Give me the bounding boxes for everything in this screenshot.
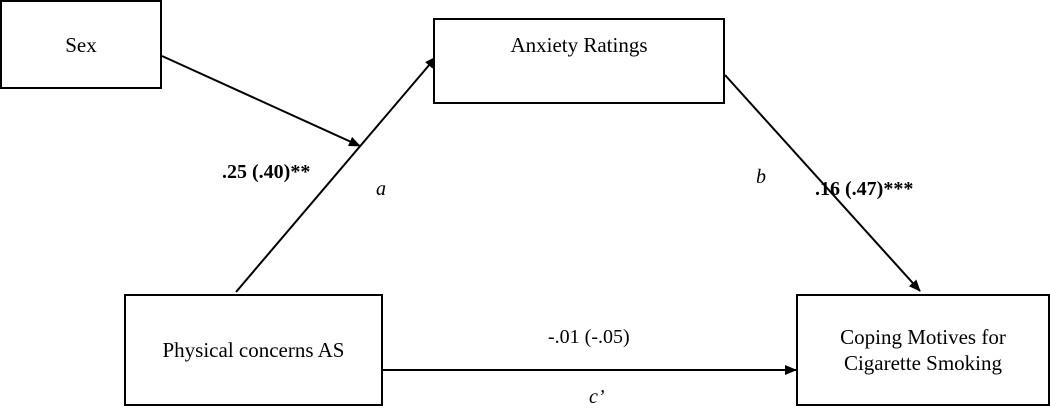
node-sex-label: Sex (65, 32, 97, 57)
node-sex: Sex (0, 0, 162, 89)
path-b-coefficient: .16 (.47)*** (815, 178, 914, 200)
node-coping-motives: Coping Motives for Cigarette Smoking (796, 294, 1050, 406)
node-coping-label-line1: Coping Motives for (840, 325, 1006, 349)
arrow-path-a (235, 56, 437, 293)
path-b-label: b (756, 166, 766, 188)
node-anxiety-ratings: Anxiety Ratings (433, 18, 725, 104)
node-anxiety-label: Anxiety Ratings (510, 33, 648, 57)
node-coping-label-line2: Cigarette Smoking (843, 351, 1003, 375)
path-a-label: a (376, 178, 386, 200)
arrow-path-b (724, 74, 921, 292)
path-c-prime-coefficient: -.01 (-.05) (548, 326, 630, 348)
node-physical-concerns: Physical concerns AS (124, 294, 383, 406)
path-a-coefficient: .25 (.40)** (222, 161, 311, 183)
path-c-prime-label: c’ (589, 386, 605, 408)
arrow-sex-to-path-a (161, 55, 361, 147)
node-physical-label: Physical concerns AS (162, 338, 345, 362)
